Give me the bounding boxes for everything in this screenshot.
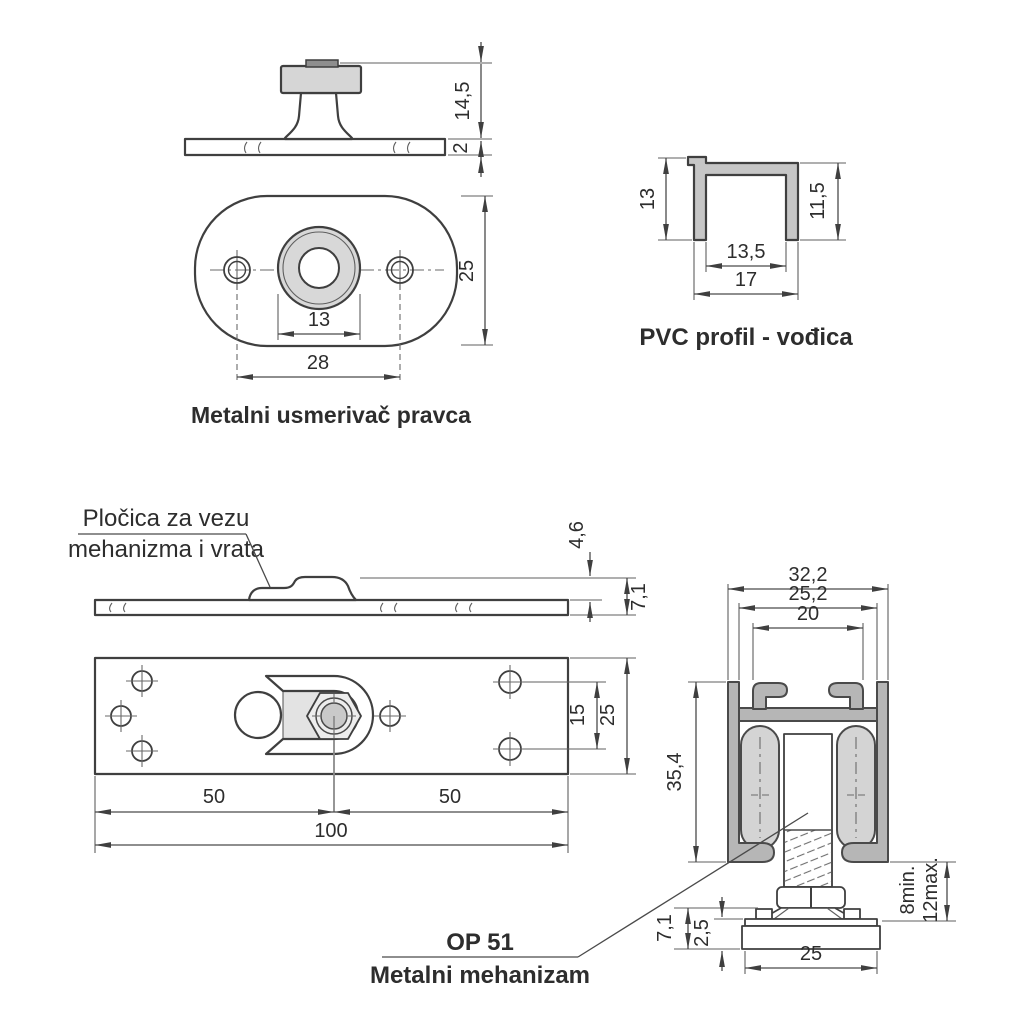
mechanism-label-line2: Metalni mehanizam [370,962,590,989]
dim-outer-width: 32,2 [789,564,828,586]
dim-right-height: 11,5 [807,182,829,219]
pvc-profile-section: 13 11,5 13,5 17 PVC profil - vođica [637,155,853,351]
dim-hole-spacing: 28 [307,352,329,374]
rail-hook-left [752,682,788,710]
dim-base-width: 25 [800,943,822,965]
mechanism-label-line1: OP 51 [446,929,514,956]
direction-guide-top-view: 13 28 25 Metalni usmerivač pravca [191,194,493,428]
connector-plate-side [93,598,570,617]
plate-label-line2: mehanizma i vrata [68,536,265,563]
plate-top-dimensions: 50 50 100 15 25 [94,657,636,853]
center-bore [298,247,340,289]
keyhole-slot-assembly [233,674,375,812]
rail-wall-left [727,681,775,863]
guide-pin-stem [283,91,354,141]
dim-left-half: 50 [203,786,225,808]
guide-side-dimensions: 14,5 2 [340,42,492,177]
dim-outer-width: 17 [735,269,757,291]
dim-boss-height: 4,6 [566,521,588,549]
dim-adjust-max: 12max. [920,857,942,923]
pvc-profile-title: PVC profil - vođica [639,324,853,351]
dim-inner-width: 20 [797,603,819,625]
surface-tick-marks [244,141,411,154]
dim-left-height: 13 [637,188,659,210]
dim-foot-height: 7,1 [654,914,676,942]
dim-total-height: 7,1 [628,583,650,611]
label-leader-line [577,812,809,958]
mechanism-label: OP 51 Metalni mehanizam [370,812,809,989]
rail-wall-right [841,681,889,863]
pvc-profile-shape [686,155,800,242]
dim-boss-diameter: 13 [308,309,330,331]
label-leader-line [245,533,271,588]
guide-base-plate-side [183,137,447,157]
dim-base-thickness: 2,5 [691,919,713,947]
connector-plate-side-view: Pločica za vezu mehanizma i vrata 4,6 7,… [68,505,650,622]
pvc-dimensions: 13 11,5 13,5 17 [637,157,846,300]
direction-guide-title: Metalni usmerivač pravca [191,402,471,428]
threaded-bolt [783,829,833,888]
dim-hole-spacing: 15 [567,704,589,726]
rail-hook-right [828,682,864,710]
dim-knob-height: 14,5 [452,82,474,121]
dim-plate-width: 25 [456,260,478,282]
plate-label-line1: Pločica za vezu [83,505,250,532]
plate-side-dimensions: 4,6 7,1 [360,521,650,622]
dim-inner-width: 13,5 [727,241,766,263]
surface-tick-marks [109,602,473,613]
guide-top-dimensions: 13 28 25 [237,195,493,380]
plate-screw-holes [105,665,527,767]
keyhole-circle [233,690,283,740]
mechanism-dimensions: 32,2 25,2 20 35,4 8min. 12max. 7,1 [654,564,956,974]
screw-hole-right [386,256,414,284]
dim-total-length: 100 [314,820,347,842]
dim-right-half: 50 [439,786,461,808]
dim-plate-width: 25 [597,704,619,726]
dim-height: 35,4 [664,753,686,792]
guide-pin-head [279,64,363,95]
base-plate [741,925,881,950]
mechanism-section-view: 32,2 25,2 20 35,4 8min. 12max. 7,1 [370,564,956,989]
screw-hole-left [223,256,251,284]
dim-plate-thickness: 2 [450,142,472,153]
connector-plate-top-view: 50 50 100 15 25 [93,656,636,853]
guide-pin-cap [305,59,339,68]
dim-adjust-min: 8min. [897,866,919,915]
direction-guide-side-view: 14,5 2 [183,42,492,177]
base-plate-lip [744,918,878,927]
dim-mid-width: 25,2 [789,583,828,605]
plate-boss-profile [247,575,358,602]
